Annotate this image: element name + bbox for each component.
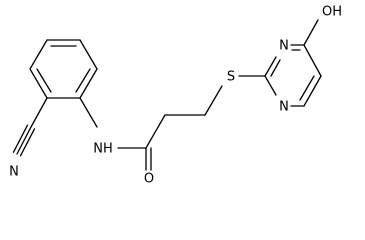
bond — [204, 85, 223, 116]
bond — [303, 19, 319, 46]
double-bond-inner — [299, 75, 315, 101]
hydroxyl-group: OH — [303, 5, 342, 46]
double-bond-inner — [75, 68, 91, 93]
bond — [30, 97, 48, 128]
amide-group: NH O — [79, 97, 154, 187]
pyrimidine-n3-label: N — [279, 100, 289, 115]
bond — [264, 75, 277, 96]
bond — [79, 39, 98, 70]
amide-nh-label: NH — [93, 142, 113, 157]
alkyl-chain: S — [145, 70, 266, 149]
double-bond-inner — [270, 59, 281, 77]
bond — [29, 39, 48, 70]
nitrile-group: N — [9, 97, 48, 180]
double-bond-inner — [36, 68, 52, 93]
hydroxyl-label: OH — [322, 5, 342, 20]
benzene-ring — [29, 39, 98, 99]
bond — [303, 44, 322, 77]
bond — [264, 56, 277, 77]
triple-bond — [12, 124, 29, 153]
bond — [29, 68, 48, 99]
bond — [79, 97, 98, 128]
nitrile-nitrogen-label: N — [9, 165, 19, 180]
pyrimidine-n1-label: N — [279, 39, 289, 54]
bond — [145, 114, 166, 149]
triple-bond — [19, 128, 36, 157]
triple-bond — [16, 126, 32, 155]
chemical-structure: N NH O S N N — [9, 5, 342, 187]
bond — [303, 75, 322, 107]
carbonyl-oxygen-label: O — [144, 172, 154, 187]
sulfur-label: S — [227, 70, 235, 85]
pyrimidine-ring: N N — [264, 39, 322, 115]
bond — [79, 68, 98, 99]
